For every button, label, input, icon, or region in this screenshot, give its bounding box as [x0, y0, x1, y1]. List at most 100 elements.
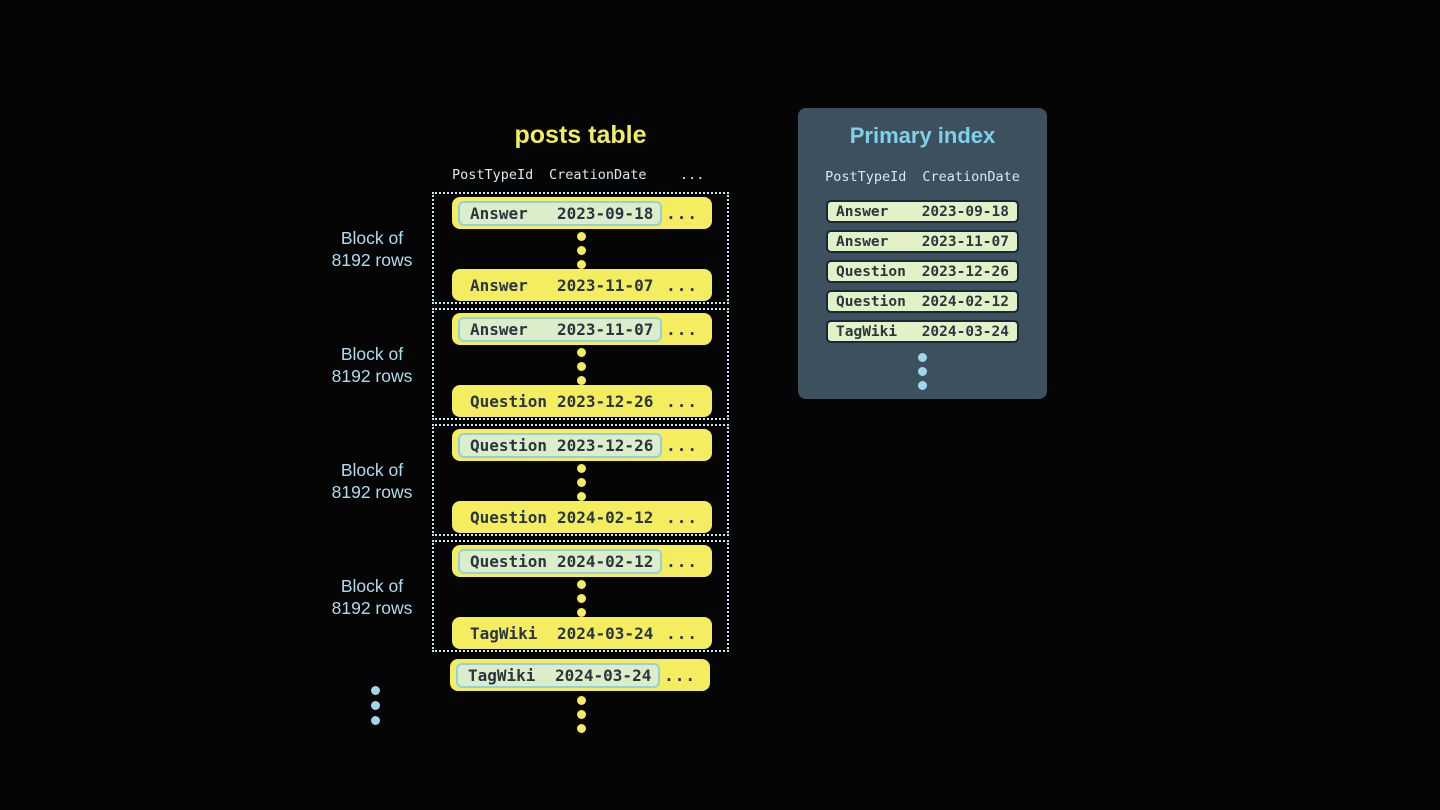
ellipsis-dot	[576, 696, 586, 705]
posttypeid-value: Question	[470, 551, 548, 571]
posts-row: TagWiki 2024-03-24...	[450, 659, 710, 691]
highlighted-entry: TagWiki 2024-03-24	[456, 662, 660, 688]
ellipsis-dot	[576, 724, 586, 733]
posts-header-ellipsis: ...	[680, 167, 705, 183]
creationdate-value: 2024-02-12	[557, 551, 654, 571]
ellipsis-dot	[576, 492, 586, 501]
posttypeid-value: Answer	[470, 275, 528, 295]
posts-table-title: posts table	[514, 121, 647, 149]
row-ellipsis: ...	[666, 623, 698, 643]
row-ellipsis: ...	[666, 507, 698, 527]
ellipsis-dot	[917, 367, 927, 376]
row-ellipsis: ...	[666, 319, 698, 339]
block-label-line: Block of	[340, 460, 404, 480]
ellipsis-dot	[576, 580, 586, 589]
posts-block: Answer 2023-11-07... Question 2023-12-26...	[432, 308, 729, 420]
row-ellipsis: ...	[666, 435, 698, 455]
block-label-line: Block of	[340, 576, 404, 596]
posttypeid-value: Question	[470, 391, 548, 411]
posts-column-creationdate: CreationDate	[549, 167, 647, 183]
ellipsis-dot	[917, 381, 927, 390]
creationdate-value: 2023-12-26	[557, 391, 654, 411]
ellipsis-dot	[576, 362, 586, 371]
block-label-line: Block of	[340, 228, 404, 248]
creationdate-value: 2023-12-26	[921, 263, 1009, 280]
ellipsis-dot	[370, 701, 380, 710]
creationdate-value: 2023-12-26	[557, 435, 654, 455]
creationdate-value: 2023-09-18	[921, 203, 1009, 220]
highlighted-entry: Answer 2023-09-18	[458, 200, 662, 226]
posts-block: Question 2024-02-12... TagWiki 2024-03-24..…	[432, 540, 729, 652]
block-label-line: Block of	[340, 344, 404, 364]
ellipsis-dot	[576, 710, 586, 719]
block-label-line: 8192 rows	[331, 481, 413, 502]
ellipsis-dot	[576, 348, 586, 357]
posts-row: Question 2023-12-26...	[452, 429, 712, 461]
creationdate-value: 2024-03-24	[555, 665, 652, 685]
ellipsis-dot	[576, 376, 586, 385]
posttypeid-value: Answer	[470, 203, 528, 223]
index-column-creationdate: CreationDate	[922, 169, 1020, 185]
primary-index-panel: Primary index PostTypeId CreationDate An…	[798, 108, 1047, 399]
index-column-posttypeid: PostTypeId	[825, 169, 907, 185]
row-ellipsis: ...	[664, 665, 696, 685]
posttypeid-value: TagWiki	[836, 323, 898, 340]
creationdate-value: 2024-02-12	[557, 507, 654, 527]
posttypeid-value: Answer	[836, 203, 889, 220]
ellipsis-dot	[576, 246, 586, 255]
ellipsis-dot	[576, 608, 586, 617]
posts-row: Question 2023-12-26...	[452, 385, 712, 417]
creationdate-value: 2024-03-24	[557, 623, 654, 643]
posts-row: Answer 2023-11-07...	[452, 269, 712, 301]
posts-block: Question 2023-12-26... Question 2024-02-12.…	[432, 424, 729, 536]
ellipsis-dot	[576, 594, 586, 603]
posts-column-posttypeid: PostTypeId	[452, 167, 534, 183]
row-ellipsis: ...	[666, 391, 698, 411]
index-row: Question 2024-02-12	[826, 290, 1019, 313]
ellipsis-dot	[576, 232, 586, 241]
primary-index-column-headers: PostTypeId CreationDate	[798, 169, 1047, 185]
posts-table-column-headers: PostTypeId CreationDate ...	[452, 167, 704, 183]
posttypeid-value: TagWiki	[468, 665, 536, 685]
block-label-line: 8192 rows	[331, 365, 413, 386]
ellipsis-dot	[576, 464, 586, 473]
creationdate-value: 2023-11-07	[557, 319, 654, 339]
block-label-line: 8192 rows	[331, 597, 413, 618]
posttypeid-value: Question	[836, 293, 906, 310]
posttypeid-value: Answer	[470, 319, 528, 339]
posts-row: TagWiki 2024-03-24...	[452, 617, 712, 649]
index-row: Answer 2023-09-18	[826, 200, 1019, 223]
posttypeid-value: Question	[836, 263, 906, 280]
creationdate-value: 2023-11-07	[557, 275, 654, 295]
posts-block: Answer 2023-09-18...Answer 2023-11-07...	[432, 192, 729, 304]
posttypeid-value: Question	[470, 435, 548, 455]
posttypeid-value: TagWiki	[470, 623, 538, 643]
ellipsis-dot	[917, 353, 927, 362]
posts-row: Answer 2023-11-07...	[452, 313, 712, 345]
creationdate-value: 2024-02-12	[921, 293, 1009, 310]
ellipsis-dot	[370, 686, 380, 695]
posts-row: Question 2024-02-12...	[452, 501, 712, 533]
row-ellipsis: ...	[666, 275, 698, 295]
ellipsis-dot	[576, 260, 586, 269]
row-ellipsis: ...	[666, 551, 698, 571]
primary-index-title: Primary index	[849, 123, 996, 148]
highlighted-entry: Answer 2023-11-07	[458, 316, 662, 342]
posts-overflow-row-slot: TagWiki 2024-03-24...	[434, 659, 731, 691]
ellipsis-dot	[576, 478, 586, 487]
highlighted-entry: Question 2023-12-26	[458, 432, 662, 458]
posts-row: Question 2024-02-12...	[452, 545, 712, 577]
index-row: Question 2023-12-26	[826, 260, 1019, 283]
creationdate-value: 2023-09-18	[557, 203, 654, 223]
posttypeid-value: Question	[470, 507, 548, 527]
